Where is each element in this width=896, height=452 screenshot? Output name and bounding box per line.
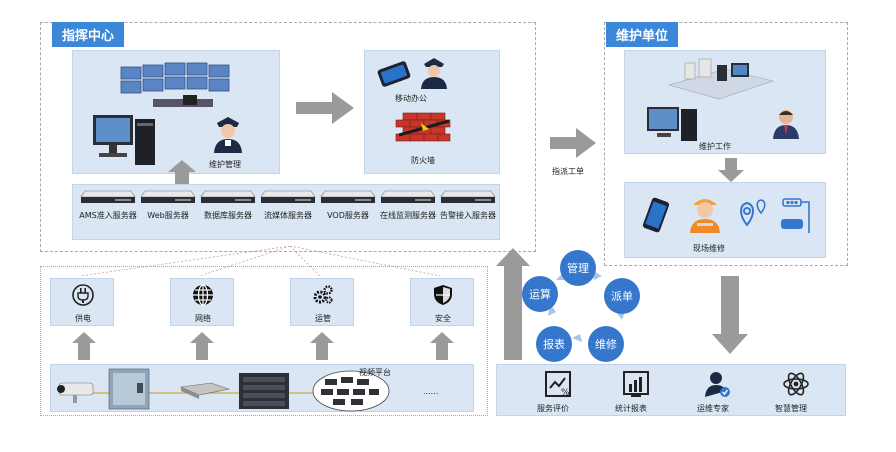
- atom-icon: [783, 372, 809, 396]
- connector-lines: [79, 246, 441, 277]
- server-room-icon: [667, 58, 775, 100]
- arrow-up-icon: [310, 332, 334, 360]
- server-rack-icon: [200, 190, 256, 203]
- server-rack-icon: [140, 190, 196, 203]
- smartphone-icon: [377, 61, 411, 87]
- infra-card-ops: 运管: [290, 278, 354, 326]
- server-item: 在线监测服务器: [379, 189, 437, 221]
- evaluation-icon: %: [545, 371, 571, 398]
- server-label: 在线监测服务器: [380, 211, 436, 220]
- server-item: Web服务器: [139, 189, 197, 221]
- service-label-evaluation: 服务评价: [537, 404, 569, 413]
- svg-text:%: %: [561, 388, 570, 398]
- shield-icon: [434, 285, 452, 305]
- dispatch-label: 指派工单: [552, 167, 584, 176]
- video-wall-icon: [120, 62, 230, 107]
- dispatch-arrow-icon: [550, 128, 596, 158]
- server-label: AMS准入服务器: [79, 211, 137, 220]
- infra-frame: [40, 266, 488, 416]
- service-label-smart: 智慧管理: [775, 404, 807, 413]
- infra-label-network: 网络: [195, 314, 211, 323]
- field-repair-label: 现场维修: [693, 244, 725, 253]
- service-label-expert: 运维专家: [697, 404, 729, 413]
- cycle-compute: 运算: [522, 276, 558, 312]
- arrow-up-icon: [430, 332, 454, 360]
- ellipsis-label: ......: [423, 387, 439, 396]
- infra-card-power: 供电: [50, 278, 114, 326]
- devices-panel: 视频平台 ......: [50, 364, 474, 412]
- arrow-down-icon: [718, 158, 744, 182]
- maintenance-work-label: 维护工作: [699, 142, 731, 151]
- big-arrow-down-icon: [712, 276, 748, 354]
- server-label: Web服务器: [147, 211, 189, 220]
- field-repair-panel: 现场维修: [624, 182, 826, 258]
- location-pin-icon: [740, 199, 766, 227]
- cycle-repair: 维修: [588, 326, 624, 362]
- server-item: AMS准入服务器: [79, 189, 137, 221]
- rack-icon: [239, 373, 289, 409]
- officer-avatar-icon: [421, 58, 447, 89]
- traffic-light-icon: [781, 198, 810, 233]
- infra-label-ops: 运管: [315, 314, 331, 323]
- operator-avatar-icon: [214, 117, 242, 153]
- firewall-label: 防火墙: [411, 156, 435, 165]
- service-label-statistics: 统计报表: [615, 404, 647, 413]
- mobile-firewall-panel: 移动办公 防火墙: [364, 50, 500, 174]
- server-rack-icon: [320, 190, 376, 203]
- services-panel: % 服务评价 统计报表 运维专家 智慧管理: [496, 364, 846, 416]
- computer-icon: [93, 115, 155, 165]
- server-label: VOD服务器: [327, 211, 369, 220]
- server-rack-icon: [260, 190, 316, 203]
- device-chain: [57, 368, 390, 412]
- bar-chart-icon: [623, 371, 649, 397]
- server-rack-icon: [80, 190, 136, 203]
- server-list: AMS准入服务器 Web服务器 数据库服务器 流媒体服务器 VOD服务器 在线监…: [73, 185, 501, 241]
- infra-card-network: 网络: [170, 278, 234, 326]
- server-item: 告警接入服务器: [439, 189, 497, 221]
- command-center-frame: [40, 22, 536, 252]
- camera-icon: [57, 382, 94, 403]
- server-item: 流媒体服务器: [259, 189, 317, 221]
- server-rack-icon: [440, 190, 496, 203]
- monitoring-panel: 维护管理: [72, 50, 280, 174]
- command-center-title: 指挥中心: [52, 22, 125, 47]
- cycle-dispatch: 派单: [604, 278, 640, 314]
- maintenance-unit-title: 维护单位: [606, 22, 679, 47]
- server-label: 流媒体服务器: [264, 211, 312, 220]
- mobile-office-label: 移动办公: [395, 94, 427, 103]
- servers-panel: AMS准入服务器 Web服务器 数据库服务器 流媒体服务器 VOD服务器 在线监…: [72, 184, 500, 240]
- infra-card-security: 安全: [410, 278, 474, 326]
- cycle-report: 报表: [536, 326, 572, 362]
- arrow-up-icon: [72, 332, 96, 360]
- firewall-icon: [395, 112, 451, 142]
- technician-avatar-icon: [773, 110, 799, 139]
- server-item: 数据库服务器: [199, 189, 257, 221]
- workstation-icon: [647, 107, 697, 141]
- server-label: 数据库服务器: [204, 211, 252, 220]
- cabinet-icon: [108, 368, 150, 410]
- server-label: 告警接入服务器: [440, 211, 496, 220]
- worker-avatar-icon: [690, 199, 720, 233]
- arrow-right-icon: [296, 92, 354, 124]
- switch-icon: [179, 382, 231, 399]
- arrow-up-icon: [190, 332, 214, 360]
- cycle-management: 管理: [560, 250, 596, 286]
- maintenance-work-panel: 维护工作: [624, 50, 826, 154]
- expert-icon: [705, 372, 730, 397]
- infra-label-power: 供电: [75, 314, 91, 323]
- arrow-up-icon: [168, 160, 196, 188]
- maintenance-management-label: 维护管理: [209, 160, 241, 169]
- gears-icon: [313, 285, 333, 304]
- infra-label-security: 安全: [435, 314, 451, 323]
- maintenance-unit-frame: [604, 22, 848, 266]
- server-rack-icon: [380, 190, 436, 203]
- phone-icon: [642, 197, 670, 233]
- big-arrow-up-icon: [496, 248, 530, 360]
- server-item: VOD服务器: [319, 189, 377, 221]
- plug-icon: [72, 284, 94, 306]
- globe-icon: [193, 284, 213, 306]
- video-platform-label: 视频平台: [359, 368, 391, 377]
